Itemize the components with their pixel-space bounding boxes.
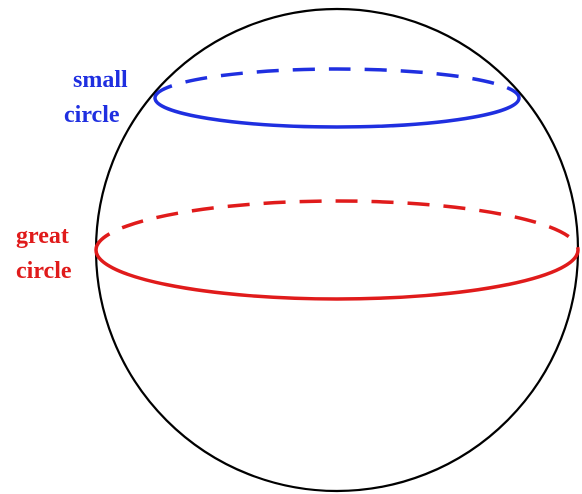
great-circle-label-line2: circle <box>16 258 72 284</box>
small-circle-label-line2: circle <box>64 102 120 128</box>
great-circle-back-dashed <box>94 199 580 251</box>
small-circle-label-line1: small <box>73 67 128 93</box>
great-circle-front-solid <box>94 249 580 301</box>
small-circle-front-solid <box>153 97 521 129</box>
sphere-outline <box>94 7 580 493</box>
great-circle-label-line1: great <box>16 223 69 249</box>
small-circle-back-dashed <box>153 67 521 99</box>
